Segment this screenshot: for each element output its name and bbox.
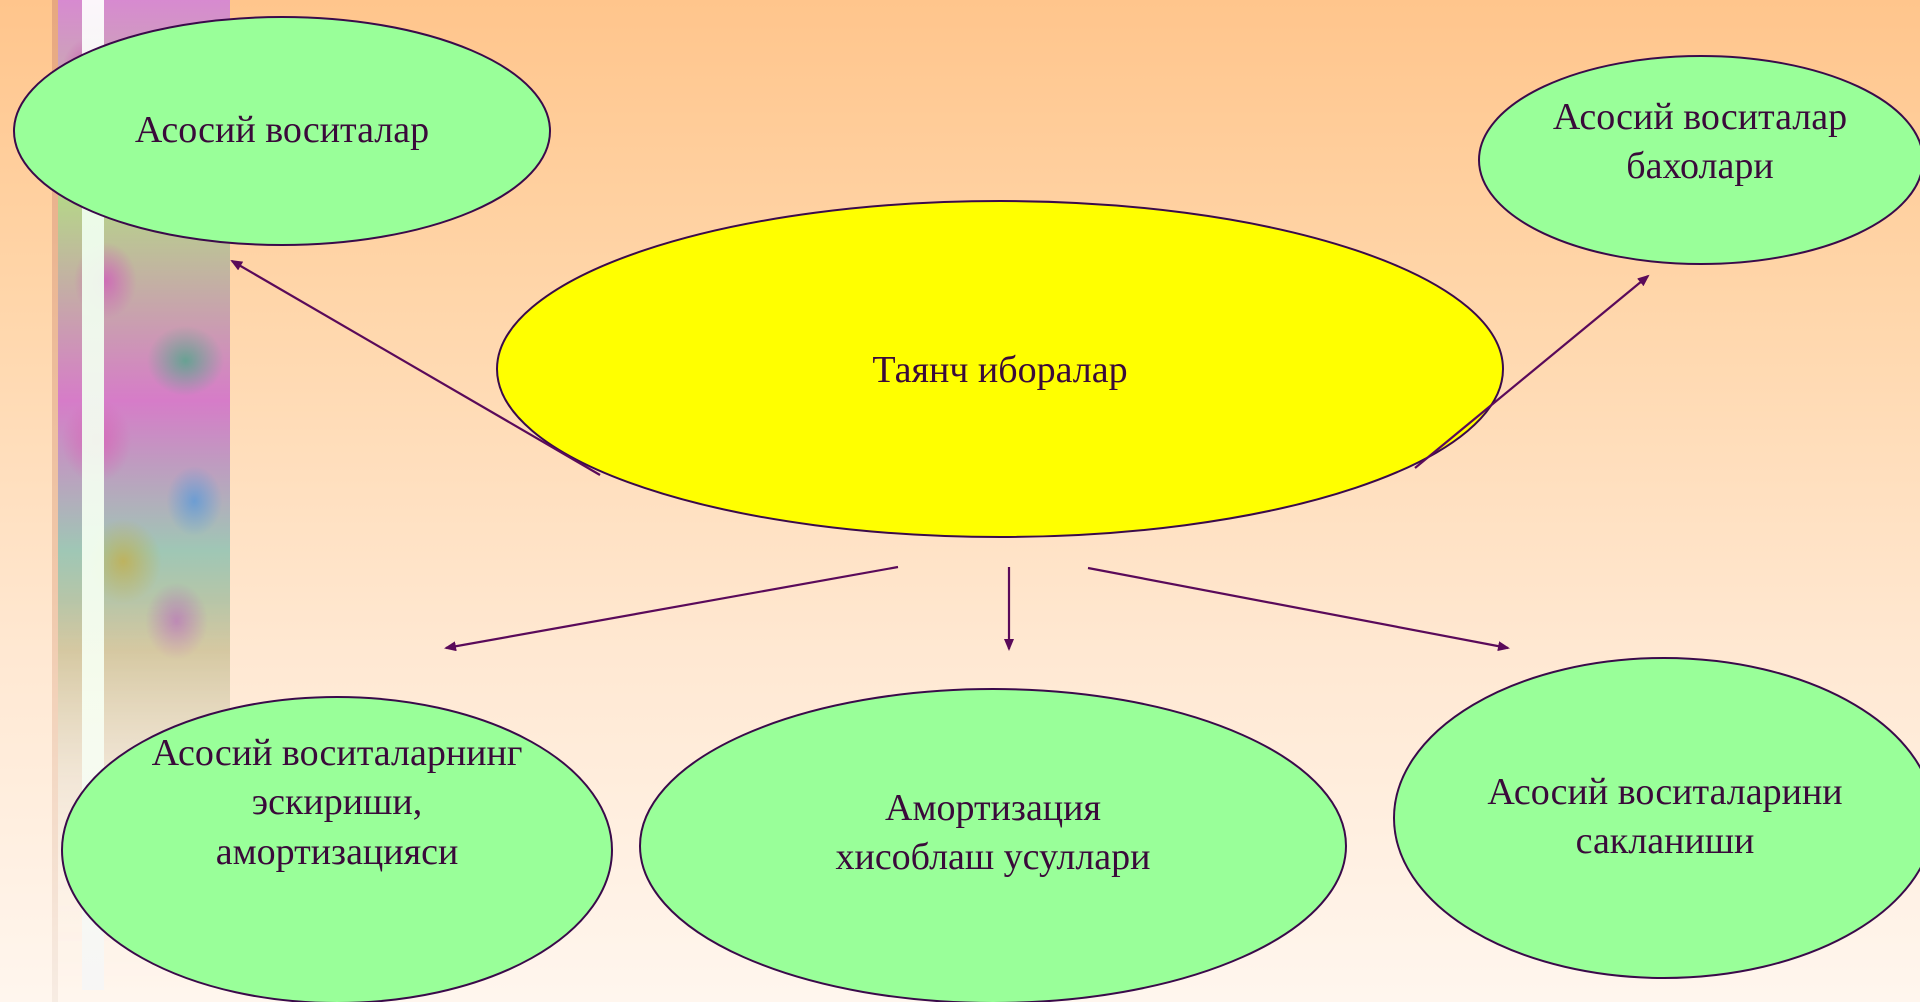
center-label: Таянч иборалар (872, 349, 1128, 392)
node-br-ellipse (1393, 657, 1920, 979)
arrow-to-tr (1414, 274, 1650, 469)
arrow-to-br (1087, 566, 1510, 652)
center-ellipse (496, 200, 1504, 538)
decorative-side-line (52, 0, 58, 1002)
arrow-to-bl (444, 565, 899, 652)
node-bl-label: Асосий воситаларнинг эскириши, амортизац… (151, 731, 523, 873)
decorative-side-bar (82, 0, 104, 990)
node-tl-ellipse (13, 16, 551, 246)
node-bm-ellipse (639, 688, 1347, 1002)
arrow-to-tl (230, 259, 601, 476)
node-tl-label: Асосий воситалар (134, 109, 430, 152)
node-bm-label: Амортизация хисоблаш усуллари (835, 786, 1151, 878)
node-tr-label: Асосий воситалар бахолари (1552, 95, 1848, 187)
node-bl-ellipse (61, 696, 613, 1002)
node-br-label: Асосий воситаларини сакланиши (1487, 770, 1843, 862)
node-tr-ellipse (1478, 55, 1920, 265)
